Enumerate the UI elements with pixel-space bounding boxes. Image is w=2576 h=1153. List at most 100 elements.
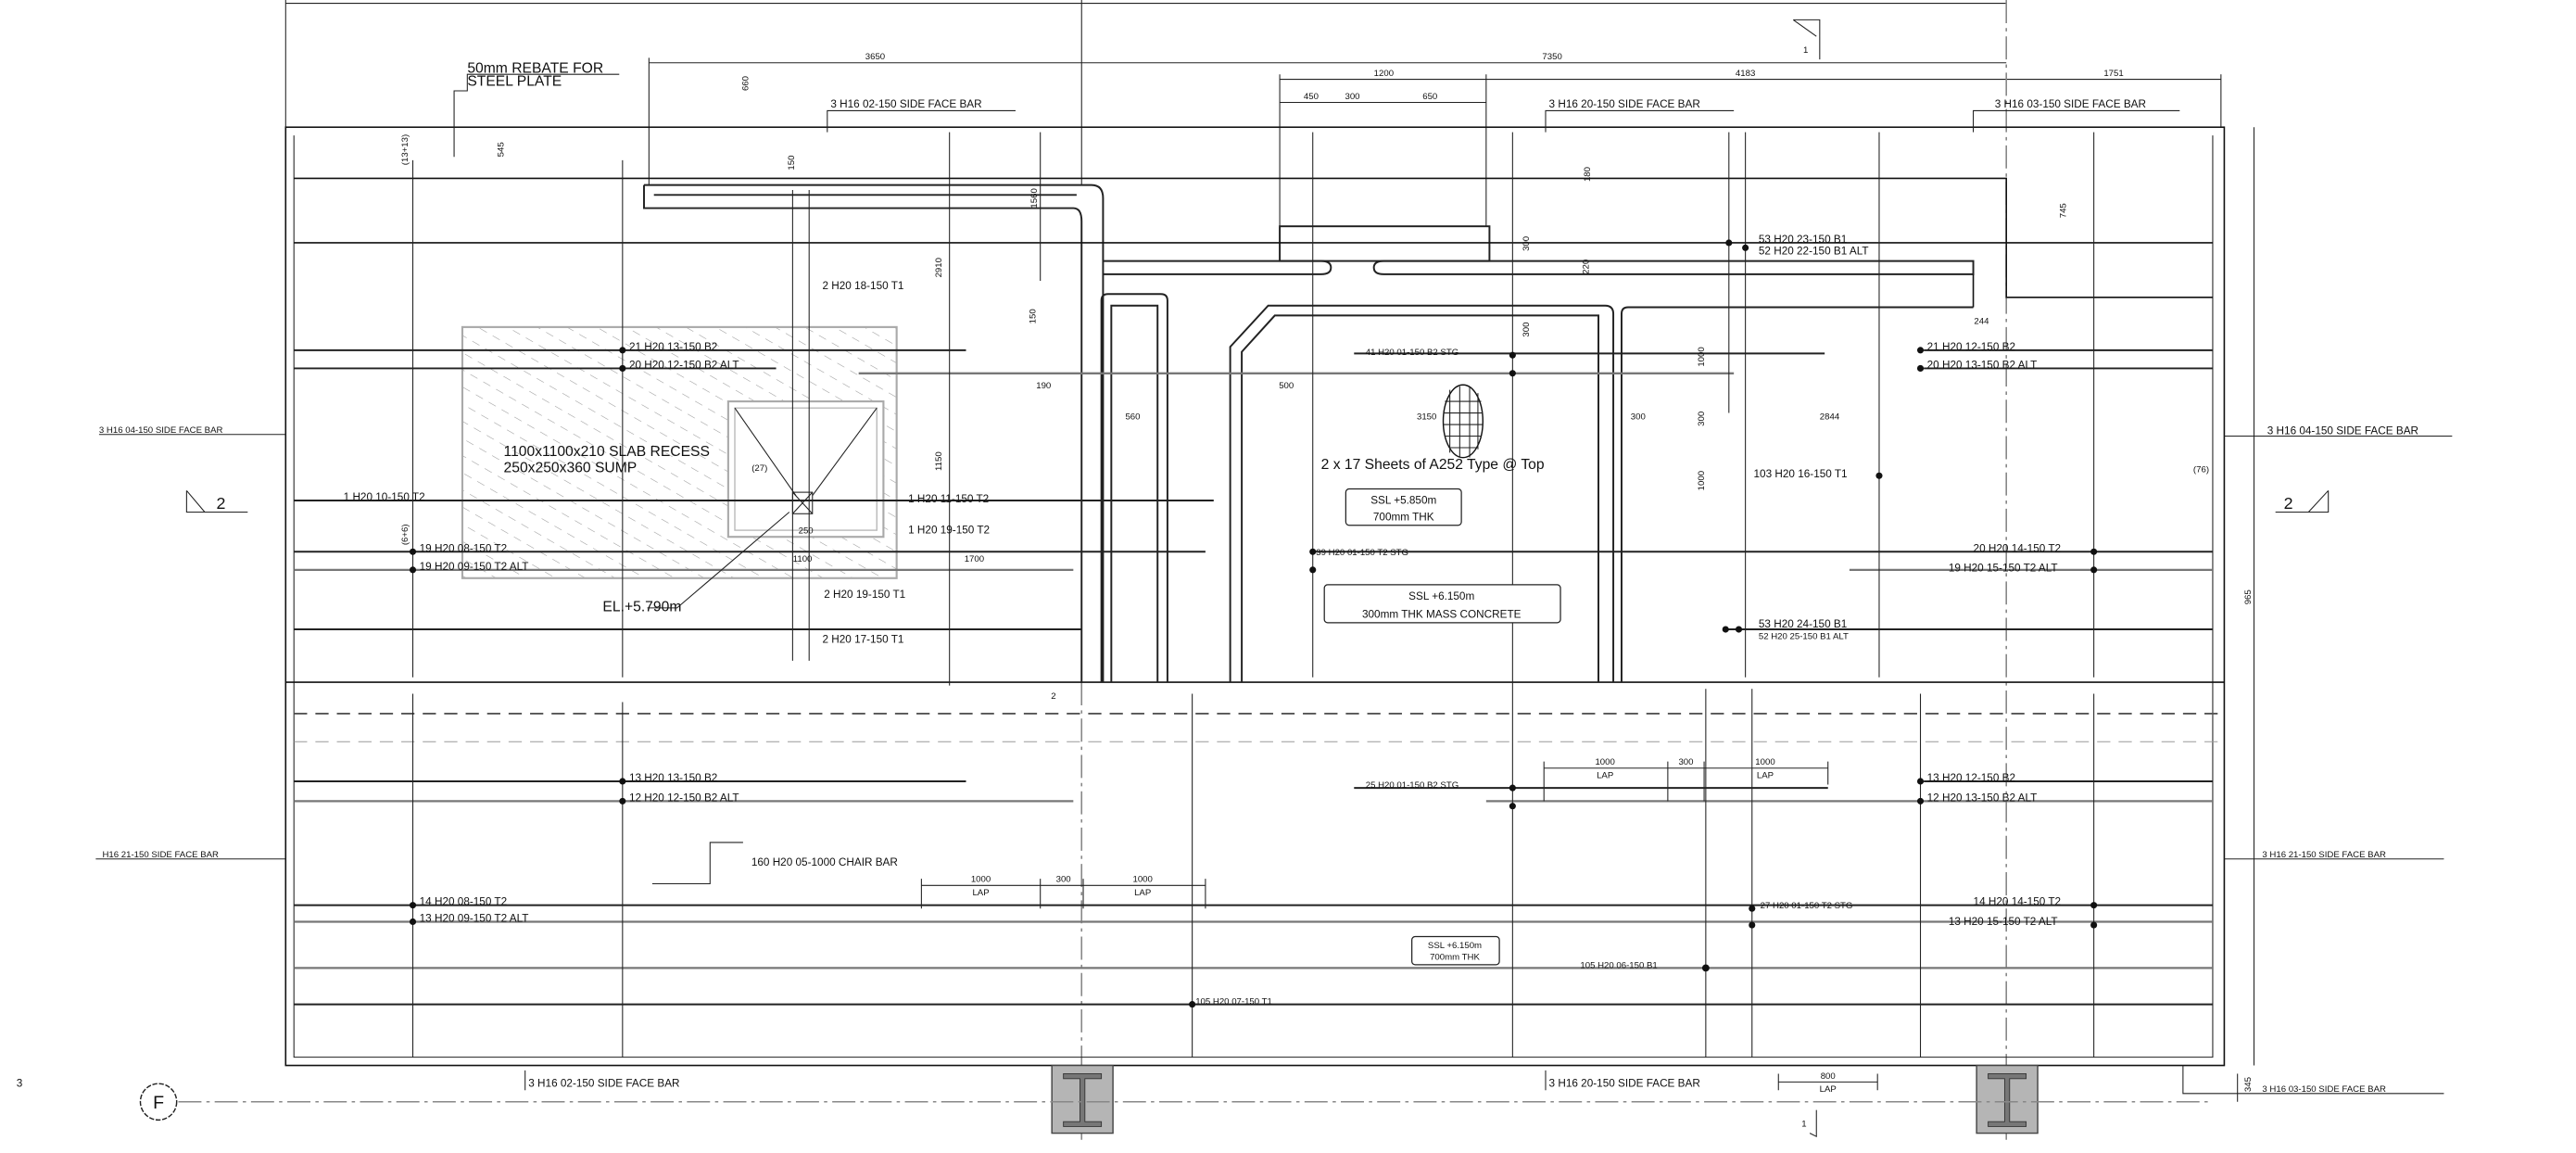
rebar-label: 21 H20 12-150 B2 — [1927, 341, 2015, 353]
lap-note: LAP — [1134, 888, 1151, 898]
rebar-label: 20 H20 13-150 B2 ALT — [1927, 359, 2038, 371]
vertical-rebar-lines — [411, 132, 2095, 1058]
recess-note: 1100x1100x210 SLAB RECESS — [504, 444, 710, 460]
dimension-text: 4183 — [1736, 69, 1755, 79]
rebar-label: 13 H20 09-150 T2 ALT — [420, 912, 529, 924]
dimension-text: 244 — [1974, 316, 1989, 326]
lap-note: LAP — [1820, 1084, 1837, 1095]
section-number: 2 — [2284, 494, 2293, 513]
dimension-text: 7350 — [1542, 52, 1561, 62]
notes: 50mm REBATE FOR STEEL PLATE 1100x1100x21… — [453, 60, 1545, 885]
dimension-text: 190 — [1036, 381, 1051, 391]
side-face-bar-label: 3 H16 20-150 SIDE FACE BAR — [1549, 1078, 1700, 1090]
steel-column — [1051, 1064, 1114, 1134]
dimension-text: 300 — [1697, 412, 1707, 426]
side-face-bar-label: 3 H16 20-150 SIDE FACE BAR — [1549, 98, 1700, 110]
dimension-text: 300 — [1522, 323, 1532, 337]
recess-note: 250x250x360 SUMP — [504, 461, 638, 476]
dimension-text: 300 — [1522, 236, 1532, 251]
side-face-bar-label: 3 H16 04-150 SIDE FACE BAR — [99, 425, 223, 436]
rebar-label: 27 H20 01-150 T2 STG — [1761, 901, 1853, 911]
grid-label: F — [153, 1093, 164, 1113]
dimension-text: (6+6) — [400, 524, 410, 545]
bar-marker-dots — [409, 239, 2098, 1008]
dimension-text: 300 — [1631, 412, 1646, 423]
rebar-label: 52 H20 25-150 B1 ALT — [1759, 632, 1849, 642]
rebar-label: 20 H20 14-150 T2 — [1974, 542, 2062, 554]
top-dimension-lines — [284, 0, 2255, 1102]
dimension-text: 2844 — [1820, 412, 1840, 423]
dimension-text: 650 — [1422, 92, 1437, 102]
steel-column — [1976, 1064, 2039, 1134]
section-mark-left: 2 — [185, 489, 248, 513]
lap-dimensions: 1000 LAP 300 1000 LAP 1000 LAP 300 1000 … — [920, 757, 1878, 1095]
dimension-text: 1560 — [1029, 188, 1040, 208]
dimension-text: 660 — [740, 76, 751, 91]
thickness-text: 700mm THK — [1430, 952, 1480, 962]
section-mark-bottom: 1 — [1801, 1109, 1817, 1138]
rebar-label: 19 H20 09-150 T2 ALT — [420, 561, 529, 573]
lap-note: LAP — [1597, 770, 1613, 780]
rebar-label: 1 H20 11-150 T2 — [908, 493, 989, 505]
side-face-bar-label: 3 H16 03-150 SIDE FACE BAR — [2262, 1084, 2386, 1095]
horizontal-rebar-lines — [294, 242, 2213, 1006]
rebar-label: 1 H20 10-150 T2 — [344, 491, 425, 503]
rebar-label: 52 H20 22-150 B1 ALT — [1759, 245, 1869, 257]
rebar-label: 13 H20 15-150 T2 ALT — [1949, 916, 2058, 928]
dimension-text: 450 — [1304, 92, 1319, 102]
slab-outline — [284, 126, 2226, 1067]
dimension-labels: 3650 7350 1200 4183 1751 450 300 650 545… — [400, 52, 2254, 1092]
lap-length: 1000 — [971, 875, 991, 885]
section-number: 1 — [1803, 45, 1808, 56]
level-note: EL.+5.790m — [602, 599, 681, 615]
dimension-text: (13+13) — [400, 134, 410, 165]
dimension-text: 745 — [2058, 203, 2068, 218]
mesh-note: 2 x 17 Sheets of A252 Type @ Top — [1321, 457, 1545, 473]
rebar-label: 103 H20 16-150 T1 — [1754, 468, 1848, 480]
mesh-symbol — [1442, 384, 1484, 459]
side-face-bar-label: 3 H16 02-150 SIDE FACE BAR — [528, 1078, 679, 1090]
section-number: 2 — [216, 494, 225, 513]
lap-length: 1000 — [1132, 875, 1152, 885]
bent-rebar-shapes — [643, 184, 1975, 683]
rebar-label: 21 H20 13-150 B2 — [629, 341, 717, 353]
dimension-text: 300 — [1345, 92, 1359, 102]
rebar-label: 41 H20 01-150 B2 STG — [1366, 348, 1458, 358]
grid-bubble-f: F — [139, 1083, 178, 1121]
rebar-label: 105 H20 06-150 B1 — [1580, 960, 1657, 970]
dimension-text: 965 — [2243, 589, 2254, 604]
lap-length: 1000 — [1595, 757, 1614, 767]
rebate-note: 50mm REBATE FOR — [467, 60, 603, 76]
rebar-label: 39 H20 01-150 T2 STG — [1316, 548, 1408, 558]
dimension-text: 1751 — [2103, 69, 2123, 79]
rebar-label: 25 H20 01-150 B2 STG — [1366, 780, 1458, 791]
level-box-ssl-5850: SSL +5.850m 700mm THK — [1345, 488, 1462, 526]
side-face-bar-labels: 3 H16 02-150 SIDE FACE BAR 3 H16 20-150 … — [95, 98, 2453, 1095]
dimension-text: 250 — [799, 526, 814, 537]
rebate-note: STEEL PLATE — [467, 74, 562, 90]
dimension-text: 1150 — [934, 451, 944, 471]
dimension-text: 1000 — [1697, 347, 1707, 366]
level-box-ssl-6150: SSL +6.150m 700mm THK — [1411, 935, 1500, 966]
rebar-labels: 53 H20 23-150 B1 52 H20 22-150 B1 ALT 2 … — [344, 234, 2061, 1007]
rebar-label: 105 H20 07-150 T1 — [1195, 997, 1272, 1007]
rebar-label: 12 H20 12-150 B2 ALT — [629, 792, 739, 804]
rebar-label: 19 H20 15-150 T2 ALT — [1949, 563, 2058, 575]
rebar-label: 12 H20 13-150 B2 ALT — [1927, 792, 2038, 804]
section-number: 1 — [1801, 1119, 1806, 1129]
side-face-bar-label: 3 H16 03-150 SIDE FACE BAR — [1995, 98, 2146, 110]
level-text: SSL +5.850m — [1370, 495, 1436, 507]
thickness-text: 300mm THK MASS CONCRETE — [1362, 609, 1522, 621]
dimension-text: 1200 — [1374, 69, 1394, 79]
dimension-text: 3650 — [865, 52, 885, 62]
level-box-ssl-6150-mass: SSL +6.150m 300mm THK MASS CONCRETE — [1323, 584, 1561, 624]
rebar-label: 13 H20 12-150 B2 — [1927, 772, 2015, 784]
rebar-label: 20 H20 12-150 B2 ALT — [629, 359, 739, 371]
dimension-text: 500 — [1279, 381, 1294, 391]
lap-note: LAP — [1757, 770, 1774, 780]
rebar-label: 2 H20 19-150 T1 — [824, 589, 905, 601]
section-mark-right: 2 — [2275, 489, 2330, 513]
dimension-text: 1700 — [965, 554, 984, 564]
chair-bar-note: 160 H20 05-1000 CHAIR BAR — [751, 856, 898, 868]
